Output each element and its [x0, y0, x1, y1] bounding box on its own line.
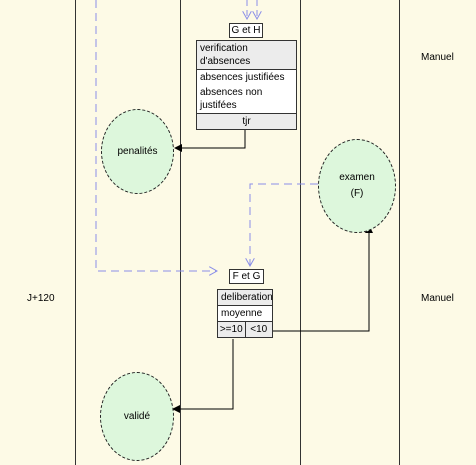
box-deliberation-branches: >=10 <10	[218, 321, 272, 337]
lane-label-manuel-bottom: Manuel	[421, 293, 454, 304]
edge-ge10-to-valide	[172, 339, 234, 413]
dashed-examen-to-fg	[250, 183, 318, 266]
swimlane-5	[399, 0, 476, 465]
node-penalites-label: penalités	[117, 145, 158, 157]
node-examen[interactable]: examen (F)	[318, 139, 396, 233]
edge-lt10-to-examen	[270, 225, 373, 332]
lane-label-j120: J+120	[27, 293, 55, 304]
merge-tag-f-g[interactable]: F et G	[229, 269, 264, 284]
branch-ge10[interactable]: >=10	[219, 324, 243, 335]
node-penalites[interactable]: penalités	[101, 109, 174, 194]
box-absences-line1: absences justifiées	[197, 70, 296, 85]
box-absences-line2: absences non justifées	[197, 85, 296, 114]
merge-tag-g-h[interactable]: G et H	[229, 23, 263, 38]
branch-lt10[interactable]: <10	[244, 322, 273, 337]
swimlane-4	[300, 0, 400, 465]
node-valide-label: validé	[123, 410, 151, 422]
swimlane-1	[0, 0, 75, 465]
box-verification-absences[interactable]: verification d'absences absences justifi…	[196, 40, 297, 130]
box-absences-footer: tjr	[197, 114, 296, 129]
box-deliberation-line1: moyenne	[218, 306, 272, 321]
node-examen-sub: (F)	[350, 188, 364, 199]
node-valide[interactable]: validé	[100, 372, 174, 461]
node-examen-label: examen	[339, 172, 375, 183]
dashed-loop-to-fg	[95, 0, 217, 271]
box-deliberation-title: deliberation	[218, 290, 273, 306]
lane-label-manuel-top: Manuel	[421, 52, 454, 63]
box-deliberation[interactable]: deliberation moyenne >=10 <10	[217, 289, 273, 338]
box-absences-title: verification d'absences	[197, 41, 296, 70]
